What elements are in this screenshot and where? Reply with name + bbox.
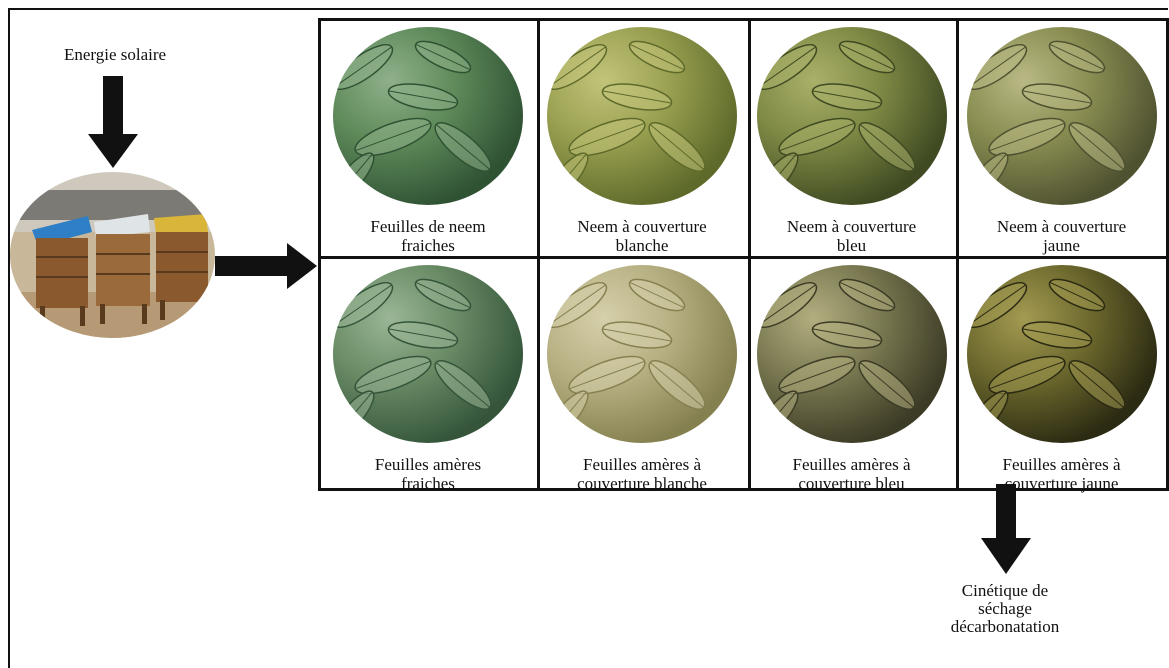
neem-white-cover-photo <box>547 27 737 205</box>
result-label: Cinétique de séchage décarbonatation <box>930 582 1080 636</box>
fresh-bitter-leaves-photo <box>333 265 523 443</box>
bitter-blue-cover-photo <box>757 265 947 443</box>
sample-cell: Neem à couverture bleu <box>749 21 954 253</box>
sample-caption: Neem à couverture jaune <box>957 217 1166 255</box>
down-arrow-icon <box>88 76 138 168</box>
sample-cell: Feuilles amères à couverture jaune <box>957 259 1166 491</box>
sample-cell: Feuilles amères fraiches <box>321 259 535 491</box>
source-label: Energie solaire <box>40 46 190 64</box>
right-arrow-icon <box>215 243 317 289</box>
fresh-neem-leaves-photo <box>333 27 523 205</box>
sample-cell: Neem à couverture jaune <box>957 21 1166 253</box>
bitter-white-cover-photo <box>547 265 737 443</box>
neem-blue-cover-photo <box>757 27 947 205</box>
sample-caption: Feuilles amères fraiches <box>321 455 535 493</box>
sample-cell: Feuilles amères à couverture bleu <box>749 259 954 491</box>
neem-yellow-cover-photo <box>967 27 1157 205</box>
sample-cell: Feuilles amères à couverture blanche <box>538 259 746 491</box>
down-arrow-icon <box>981 484 1031 576</box>
sample-caption: Neem à couverture bleu <box>749 217 954 255</box>
sample-caption: Neem à couverture blanche <box>538 217 746 255</box>
sample-cell: Neem à couverture blanche <box>538 21 746 253</box>
sample-caption: Feuilles amères à couverture blanche <box>538 455 746 493</box>
sample-caption: Feuilles amères à couverture bleu <box>749 455 954 493</box>
sample-caption: Feuilles de neem fraiches <box>321 217 535 255</box>
sample-cell: Feuilles de neem fraiches <box>321 21 535 253</box>
bitter-yellow-cover-photo <box>967 265 1157 443</box>
solar-dryers-photo <box>10 172 215 338</box>
